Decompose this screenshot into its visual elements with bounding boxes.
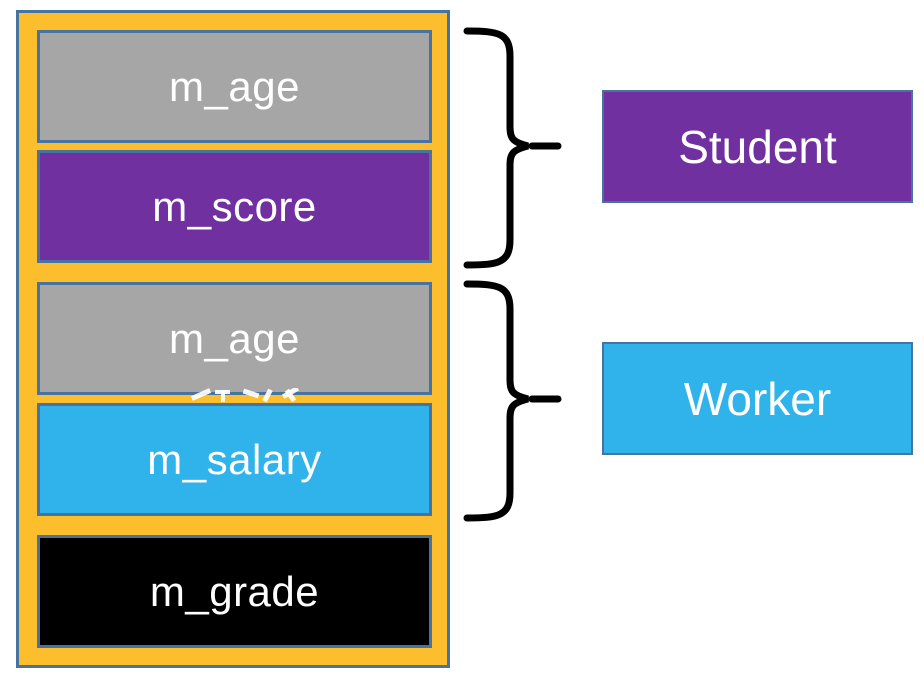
field-box-m-age-2: m_age (37, 282, 432, 395)
worker-class-box: Worker (602, 342, 913, 455)
field-box-m-salary: m_salary (37, 403, 432, 516)
worker-group-brace-icon (463, 280, 562, 522)
field-box-m-age-1: m_age (37, 30, 432, 143)
field-label: m_salary (147, 435, 322, 483)
field-box-m-grade: m_grade (37, 535, 432, 648)
student-group-brace-icon (463, 27, 562, 269)
class-label: Worker (683, 372, 832, 425)
class-label: Student (678, 120, 837, 173)
student-class-box: Student (602, 90, 913, 203)
field-label: m_grade (149, 567, 320, 615)
field-label: m_age (169, 314, 300, 362)
field-label: m_score (152, 182, 317, 230)
field-label: m_age (169, 62, 300, 110)
field-box-m-score: m_score (37, 150, 432, 263)
